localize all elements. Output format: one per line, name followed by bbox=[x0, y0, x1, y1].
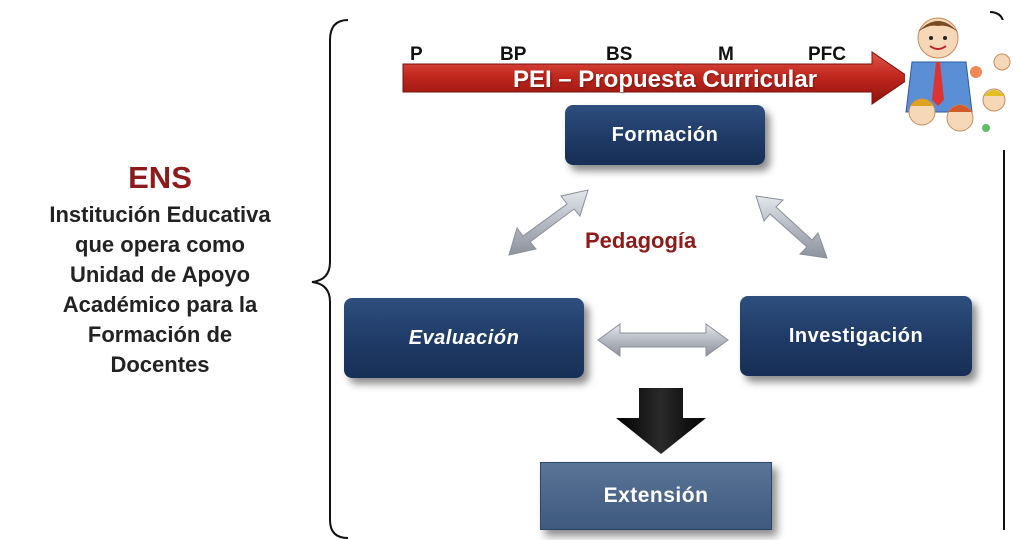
stage-label-pfc: PFC bbox=[808, 44, 846, 65]
pei-label: PEI – Propuesta Curricular bbox=[512, 66, 818, 93]
ens-line: Unidad de Apoyo bbox=[69, 262, 251, 287]
ens-line: Docentes bbox=[110, 352, 210, 377]
ens-line: Formación de bbox=[87, 322, 233, 347]
arrow-formacion-investigacion bbox=[755, 195, 828, 259]
stage-label-bp: BP bbox=[500, 44, 527, 65]
stage-label-m: M bbox=[718, 44, 734, 65]
arrow-evaluacion-investigacion bbox=[597, 323, 729, 357]
ens-line: Académico para la bbox=[62, 292, 258, 317]
down-arrow bbox=[616, 388, 706, 454]
box-investigacion: Investigación bbox=[740, 296, 972, 376]
box-evaluacion: Evaluación bbox=[344, 298, 584, 378]
ens-line: Institución Educativa bbox=[49, 202, 271, 227]
arrow-formacion-evaluacion bbox=[508, 189, 589, 256]
ens-title: ENS bbox=[128, 160, 192, 195]
children-drawing-icon bbox=[905, 17, 1015, 150]
ens-description: Institución Educativa que opera como Uni… bbox=[20, 200, 300, 380]
ens-line: que opera como bbox=[75, 232, 245, 257]
box-formacion: Formación bbox=[565, 105, 765, 165]
left-bracket bbox=[311, 19, 349, 539]
center-label-pedagogia: Pedagogía bbox=[585, 228, 697, 253]
box-extension: Extensión bbox=[540, 462, 772, 530]
stage-label-p: P bbox=[410, 44, 423, 65]
pei-arrow-shape bbox=[402, 51, 911, 105]
stage-label-bs: BS bbox=[606, 44, 633, 65]
